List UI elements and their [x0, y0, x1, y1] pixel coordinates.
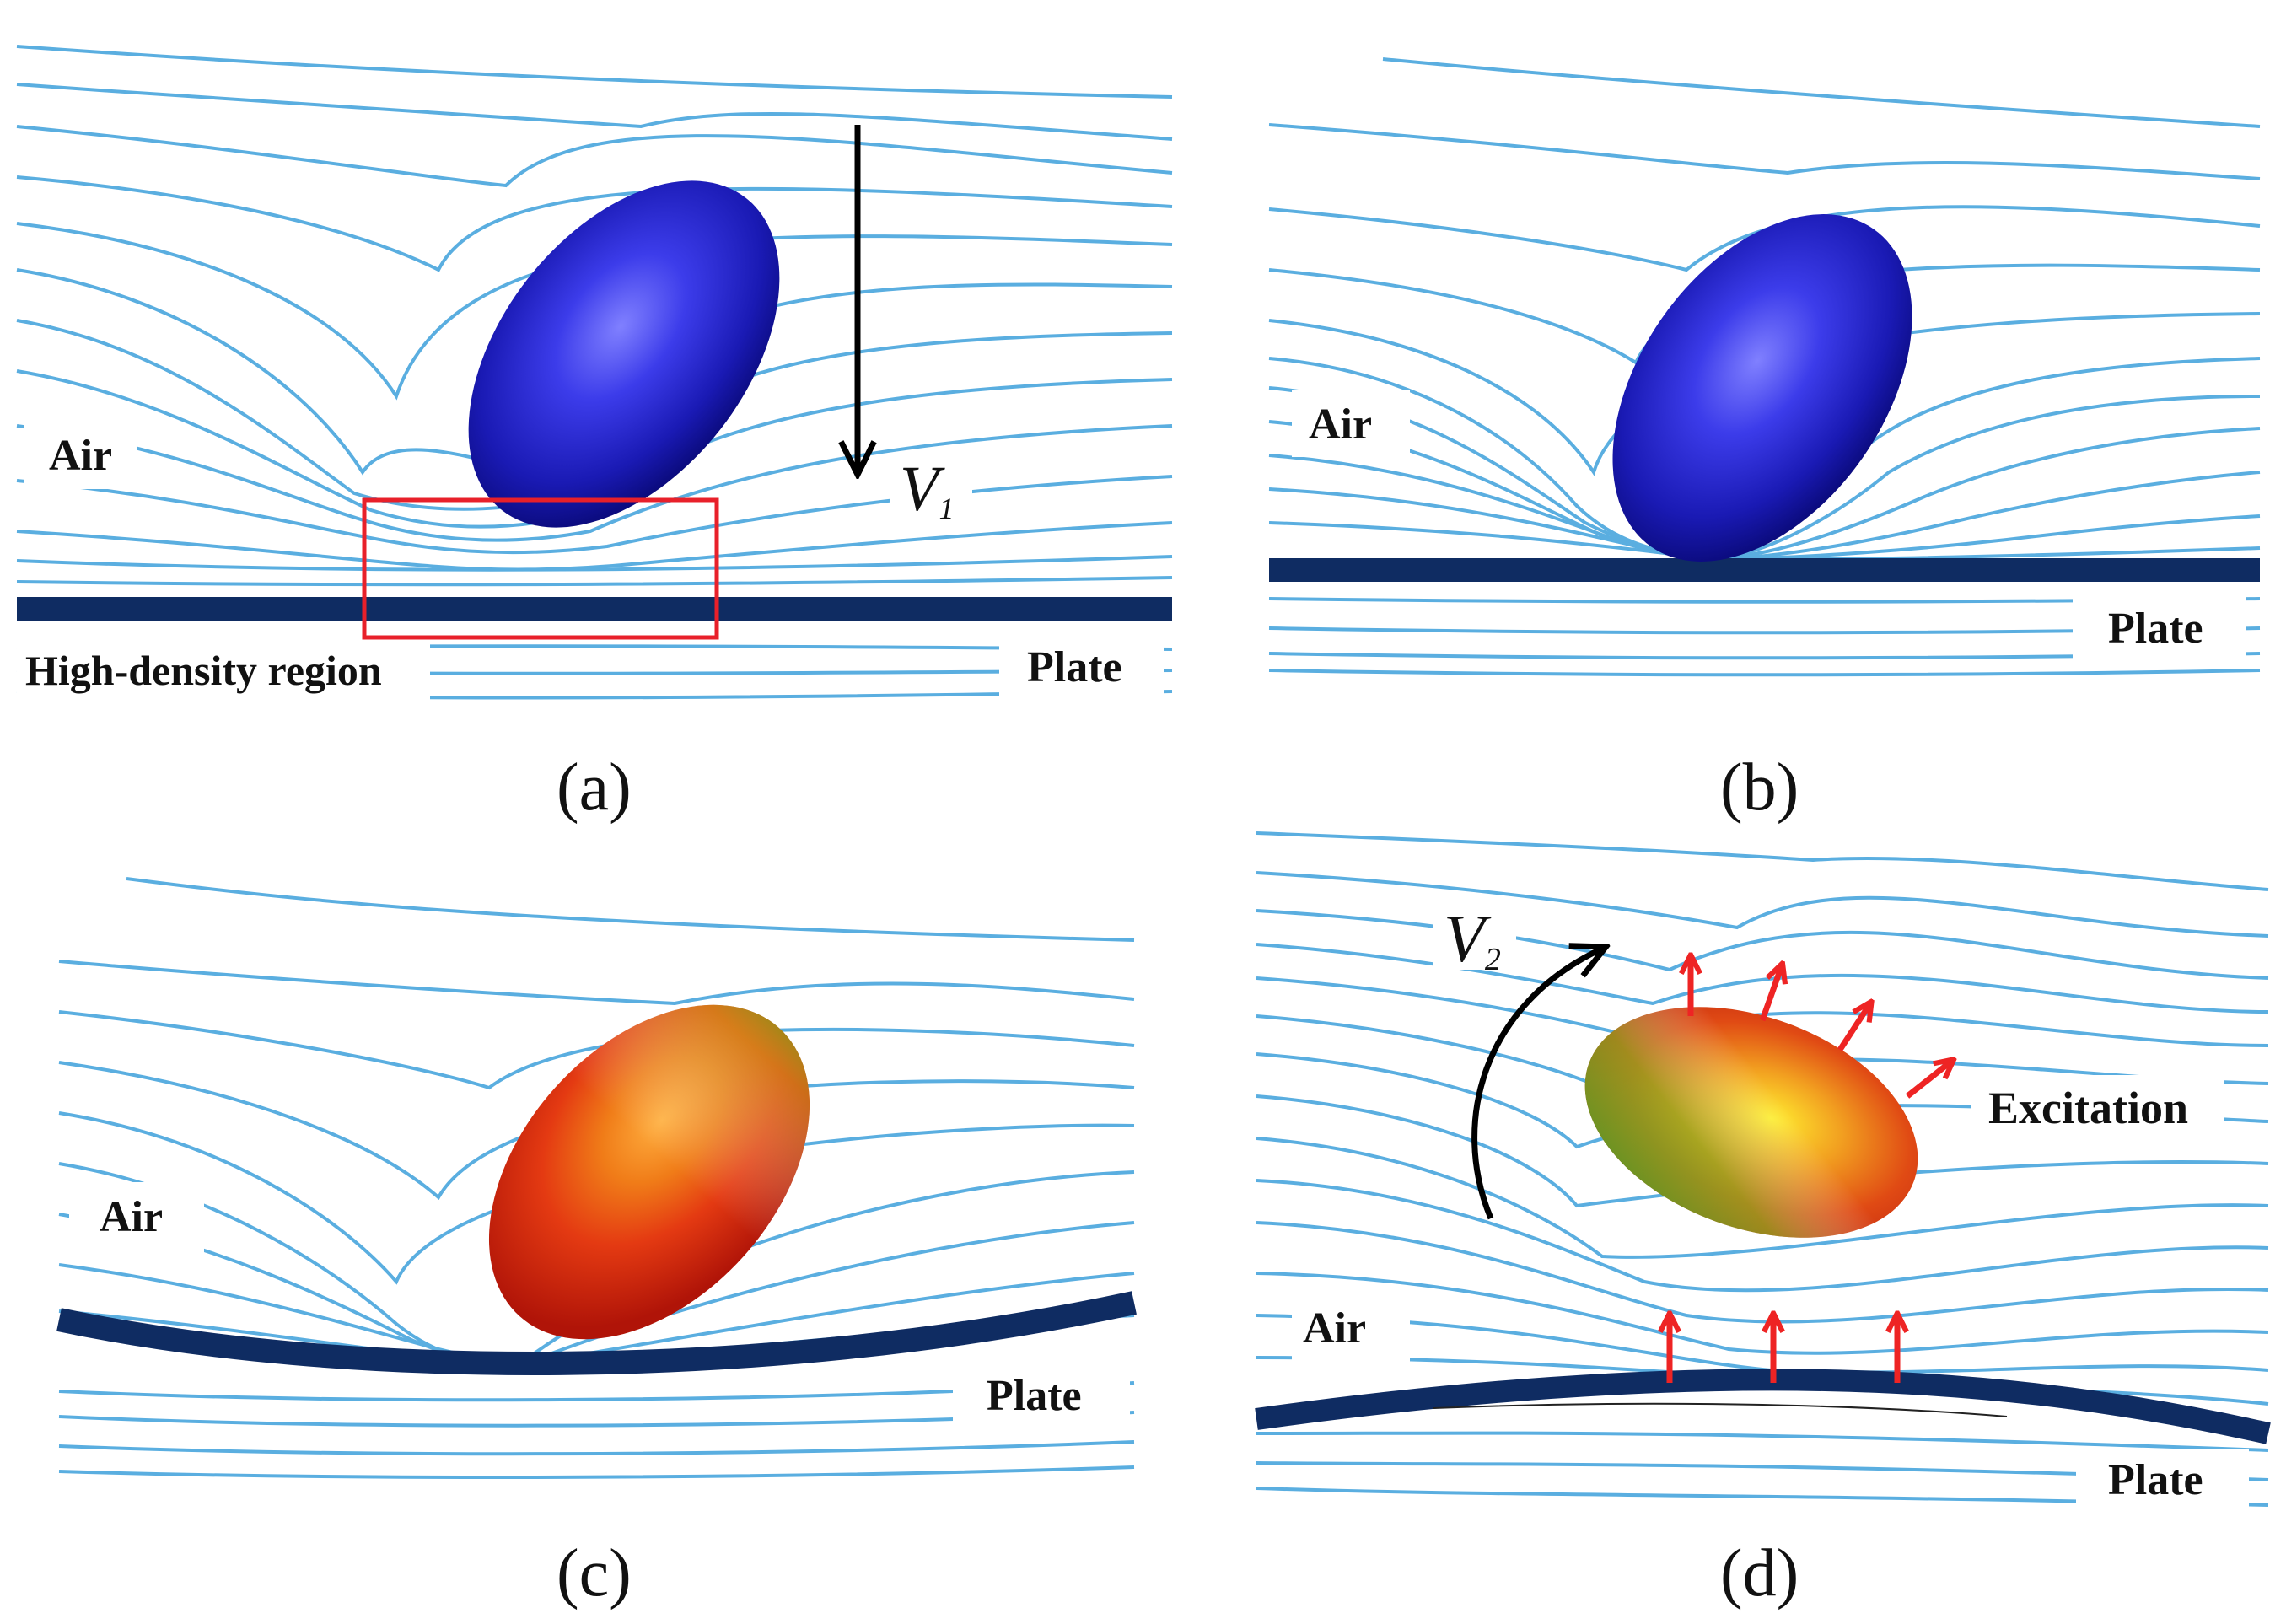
- panel-d: Excitation Air Plate V2 (d): [1255, 831, 2271, 1611]
- droplet: [468, 180, 780, 528]
- plate-label: Plate: [2108, 1456, 2203, 1504]
- panel-b: Air Plate (b): [1268, 57, 2261, 825]
- air-label: Air: [1303, 1304, 1366, 1352]
- velocity-label: V1: [900, 454, 954, 525]
- plate-label: Plate: [1027, 643, 1122, 691]
- droplet: [488, 1004, 810, 1340]
- panel-c: Air Plate (c): [56, 877, 1137, 1611]
- excitation-arrows: [1670, 957, 1952, 1383]
- air-label: Air: [100, 1193, 163, 1241]
- droplet: [1584, 1007, 1918, 1238]
- rotation-arrow: [1471, 949, 1602, 1220]
- caption-b: (b): [1720, 750, 1799, 825]
- excitation-label: Excitation: [1988, 1083, 2188, 1133]
- velocity-label: V2: [1444, 902, 1501, 977]
- caption-c: (c): [557, 1536, 632, 1611]
- plate: [56, 1291, 1137, 1375]
- plate-label: Plate: [2108, 605, 2203, 653]
- panel-a: Air High-density region Plate V1 (a): [16, 45, 1173, 825]
- droplet: [1612, 214, 1912, 562]
- plate: [17, 597, 1172, 621]
- air-label: Air: [49, 432, 112, 480]
- plate: [1269, 558, 2260, 582]
- air-label: Air: [1309, 401, 1372, 449]
- plate: [1255, 1369, 2271, 1444]
- caption-a: (a): [557, 750, 632, 825]
- high-density-region-box: [362, 497, 719, 640]
- plate-label: Plate: [987, 1372, 1082, 1420]
- caption-d: (d): [1720, 1536, 1799, 1611]
- high-density-region-label: High-density region: [25, 647, 382, 694]
